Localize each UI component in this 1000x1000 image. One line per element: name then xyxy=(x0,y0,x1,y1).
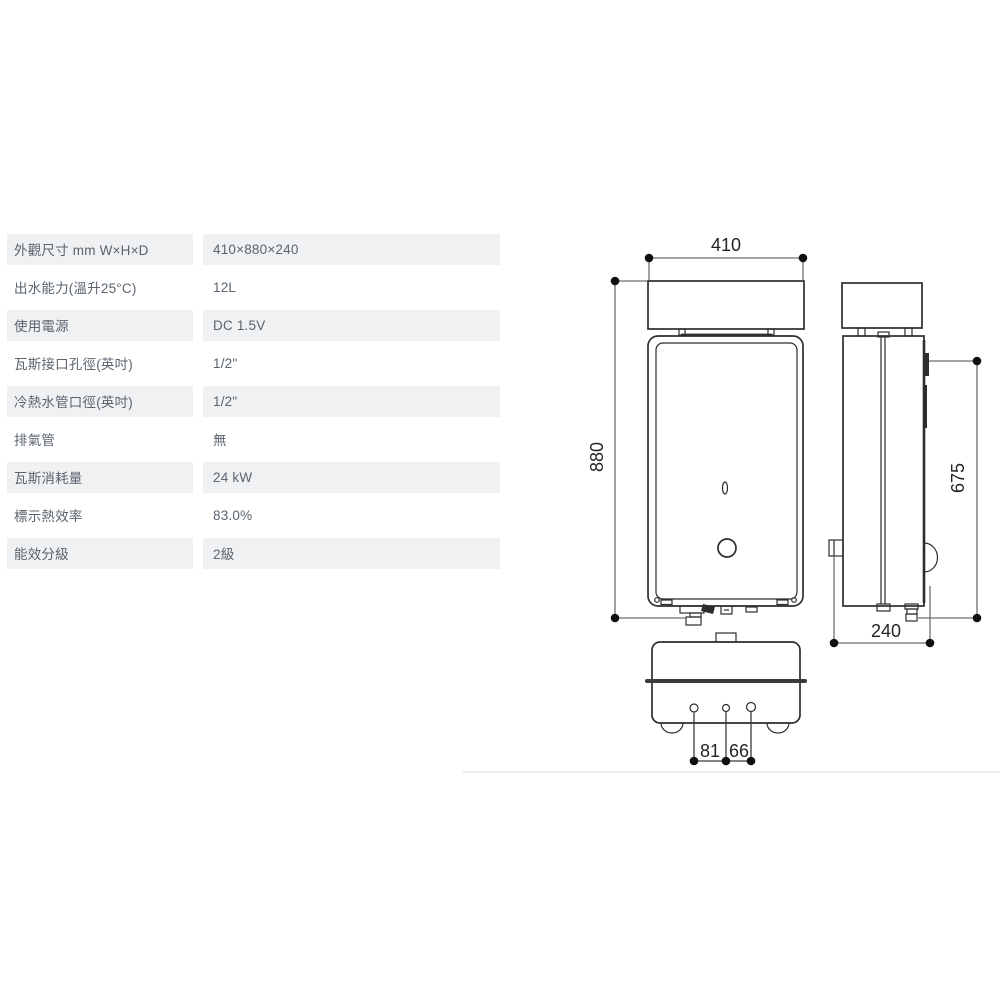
dimension-width: 410 xyxy=(644,235,808,280)
side-top-cap xyxy=(841,282,923,329)
spec-row: 使用電源 DC 1.5V xyxy=(7,306,500,344)
spec-row: 能效分級 2級 xyxy=(7,534,500,572)
side-body xyxy=(842,335,925,607)
spec-table: 外觀尺寸 mm W×H×D 410×880×240 出水能力(溫升25°C) 12L 使… xyxy=(7,230,500,572)
spec-value: DC 1.5V xyxy=(203,309,500,341)
spec-label: 排氣管 xyxy=(14,433,56,448)
spec-value: 410×880×240 xyxy=(203,233,500,265)
spec-row: 瓦斯接口孔徑(英吋) 1/2" xyxy=(7,344,500,382)
front-top-cap xyxy=(647,280,805,330)
spec-label: 瓦斯接口孔徑(英吋) xyxy=(14,357,133,372)
spec-value: 83.0% xyxy=(213,507,253,523)
spec-row: 出水能力(溫升25°C) 12L xyxy=(7,268,500,306)
spec-label: 出水能力(溫升25°C) xyxy=(14,281,137,296)
spec-row: 瓦斯消耗量 24 kW xyxy=(7,458,500,496)
side-left-bracket xyxy=(828,539,844,557)
spec-row: 外觀尺寸 mm W×H×D 410×880×240 xyxy=(7,230,500,268)
spec-label: 外觀尺寸 mm W×H×D xyxy=(7,233,193,265)
spec-value: 1/2" xyxy=(203,385,500,417)
dim-hole-left-label: 81 xyxy=(700,741,720,761)
side-view: 675 240 xyxy=(828,282,982,648)
spec-value: 12L xyxy=(213,279,237,295)
bottom-hole-2 xyxy=(721,703,731,713)
spec-row: 排氣管 無 xyxy=(7,420,500,458)
spec-label: 冷熱水管口徑(英吋) xyxy=(7,385,193,417)
front-knob xyxy=(717,538,737,558)
dimension-hole-spacing: 81 66 xyxy=(689,712,756,766)
pilot-window xyxy=(721,481,729,495)
dim-depth-label: 240 xyxy=(871,621,901,641)
spec-row: 冷熱水管口徑(英吋) 1/2" xyxy=(7,382,500,420)
spec-value: 2級 xyxy=(203,537,500,569)
spec-row: 標示熱效率 83.0% xyxy=(7,496,500,534)
front-view: 410 880 xyxy=(587,235,808,626)
front-body xyxy=(647,335,804,607)
dimension-depth: 240 xyxy=(829,556,935,648)
spec-value: 無 xyxy=(213,433,227,448)
spec-label: 使用電源 xyxy=(7,309,193,341)
bottom-hole-1 xyxy=(689,703,699,713)
dim-hole-right-label: 66 xyxy=(729,741,749,761)
side-knob-profile xyxy=(923,542,939,573)
spec-value: 1/2" xyxy=(213,355,238,371)
dim-side-height-label: 675 xyxy=(948,463,968,493)
dim-height-label: 880 xyxy=(587,442,607,472)
front-bottom-fittings xyxy=(660,599,789,626)
spec-value: 24 kW xyxy=(203,461,500,493)
bottom-hole-3 xyxy=(745,701,757,713)
spec-label: 標示熱效率 xyxy=(14,509,83,524)
dim-width-label: 410 xyxy=(711,235,741,255)
side-bottom-fitting xyxy=(904,603,919,622)
dimension-height: 880 xyxy=(587,276,685,623)
wall-bracket xyxy=(923,353,929,376)
dimension-side-height: 675 xyxy=(918,356,982,623)
spec-label: 瓦斯消耗量 xyxy=(7,461,193,493)
spec-label: 能效分級 xyxy=(7,537,193,569)
bottom-view: 81 66 xyxy=(645,632,807,766)
